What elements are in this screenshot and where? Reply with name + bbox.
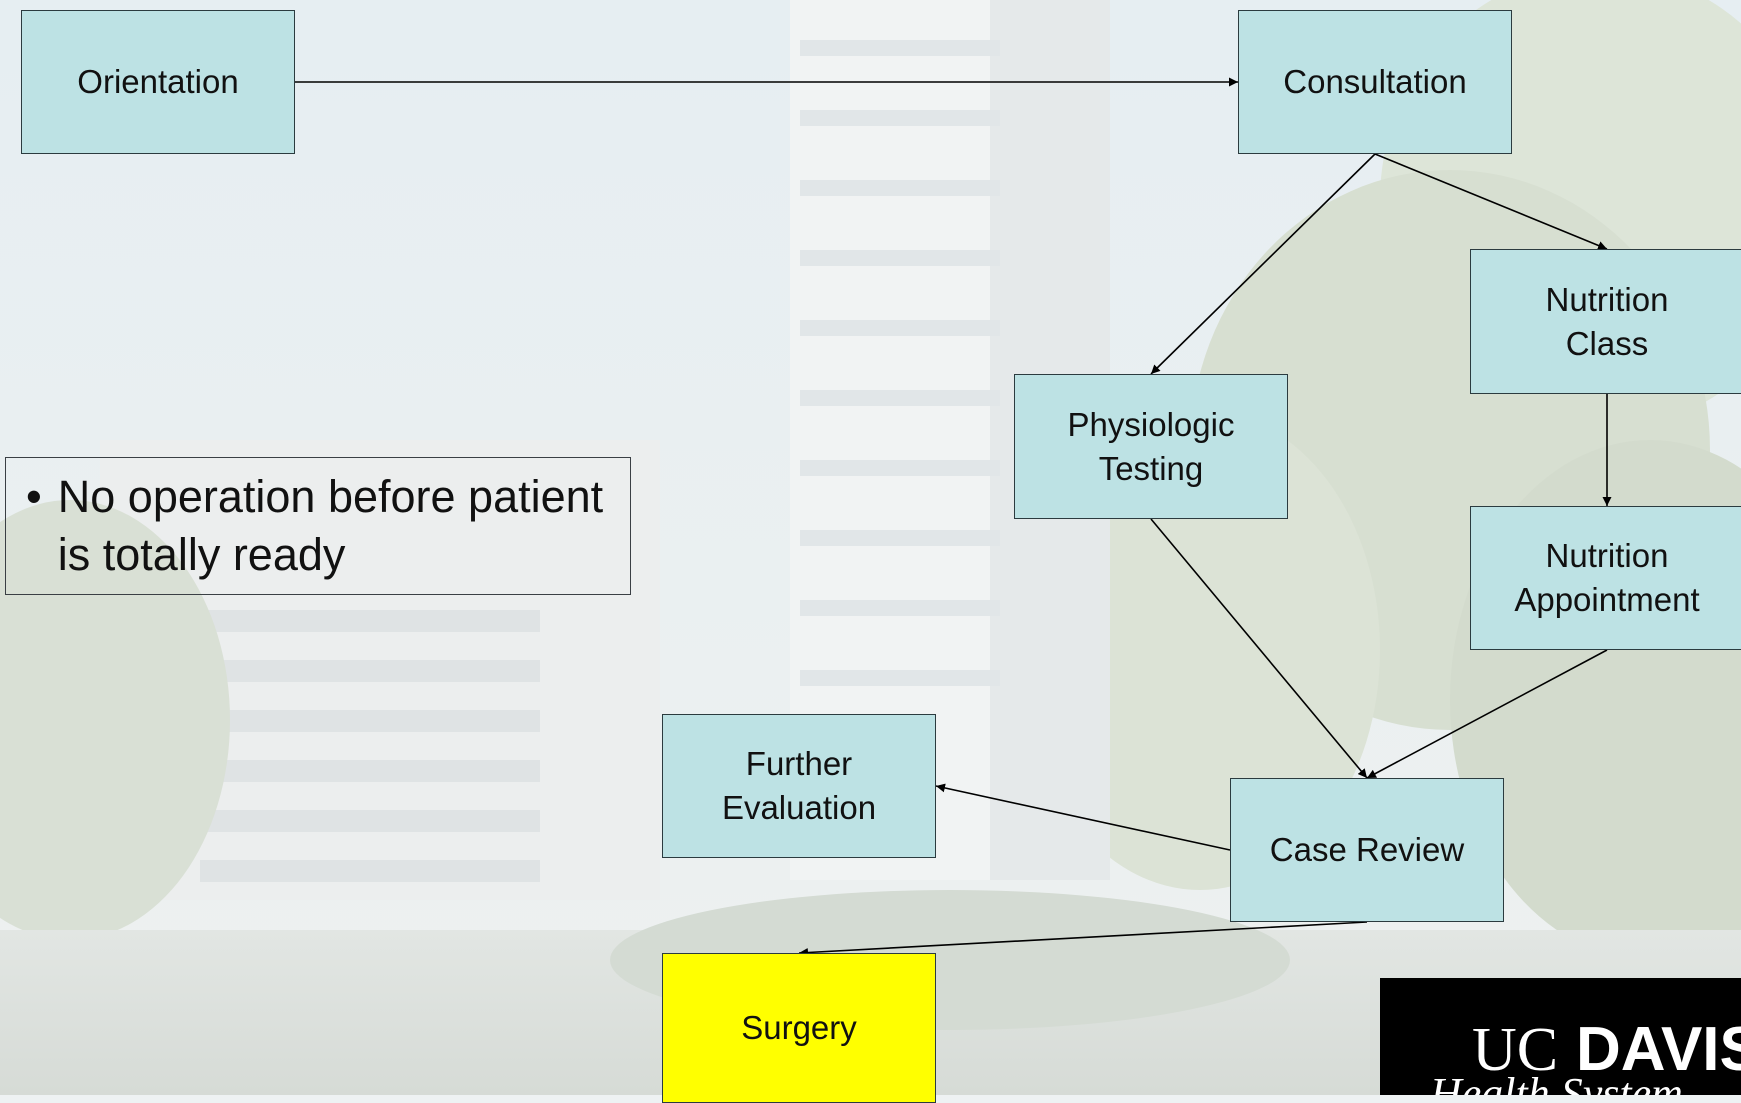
logo-davis: DAVIS	[1576, 1015, 1741, 1084]
node-nutrition-appointment: Nutrition Appointment	[1470, 506, 1741, 650]
arrow-case-review-to-surgery	[798, 921, 1368, 958]
node-consultation: Consultation	[1238, 10, 1512, 154]
node-nutrition-class: Nutrition Class	[1470, 249, 1741, 394]
arrow-consultation-to-physiologic-testing	[1150, 153, 1376, 375]
node-physiologic-testing: Physiologic Testing	[1014, 374, 1288, 519]
logo-subtitle: Health System	[1429, 1069, 1683, 1095]
callout-text: No operation before patient is totally r…	[57, 471, 604, 580]
logo-uc: UC	[1472, 1016, 1558, 1084]
node-case-review: Case Review	[1230, 778, 1504, 922]
node-further-evaluation: Further Evaluation	[662, 714, 936, 858]
callout-bullet: •	[26, 471, 42, 522]
readiness-callout: • No operation before patient is totally…	[5, 457, 631, 595]
arrow-consultation-to-nutrition-class	[1374, 153, 1608, 250]
node-surgery: Surgery	[662, 953, 936, 1103]
arrow-physiologic-testing-to-case-review	[1150, 518, 1368, 779]
uc-davis-health-system-logo: UC DAVIS Health System	[1380, 978, 1741, 1095]
arrow-nutrition-appointment-to-case-review	[1366, 649, 1608, 779]
node-orientation: Orientation	[21, 10, 295, 154]
arrow-case-review-to-further-evaluation	[935, 783, 1231, 851]
